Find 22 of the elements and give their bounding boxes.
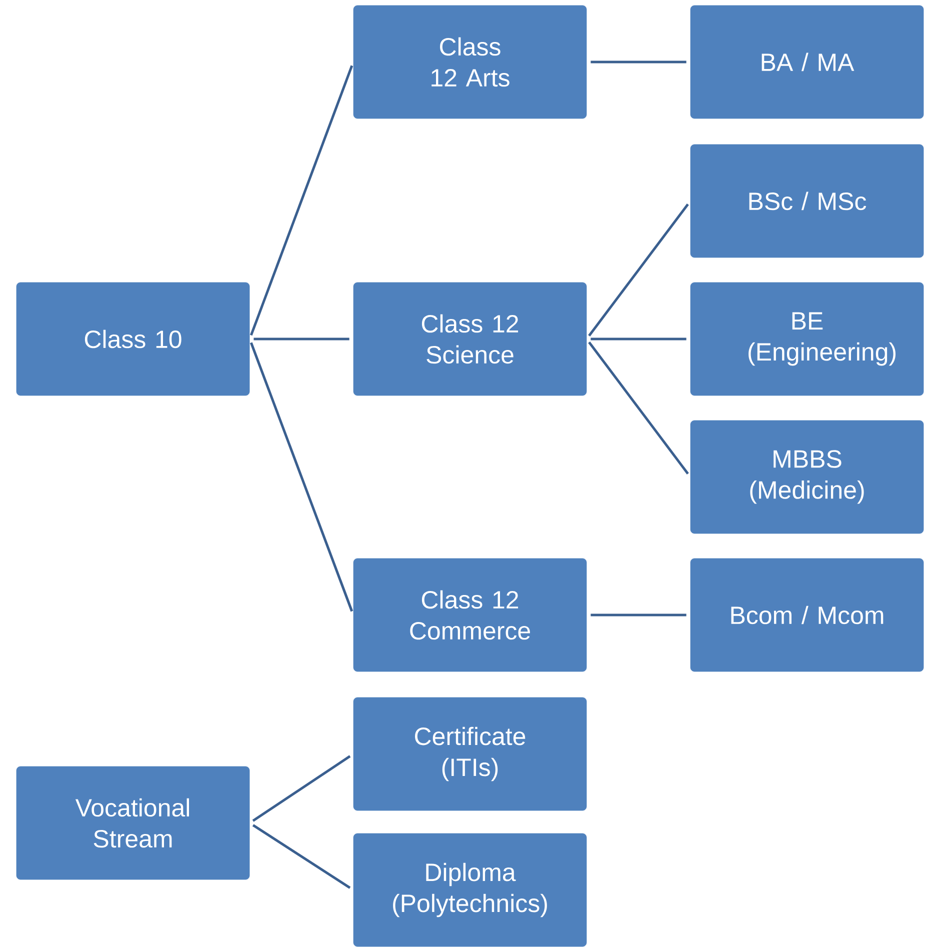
connector-line bbox=[252, 824, 351, 889]
connector-line bbox=[250, 342, 354, 612]
process-box: BE (Engineering) bbox=[690, 282, 924, 396]
process-box: Certificate (ITIs) bbox=[353, 697, 587, 811]
connector-line bbox=[588, 203, 689, 337]
process-box: Class 12 Arts bbox=[353, 5, 587, 119]
connector-line bbox=[252, 755, 351, 822]
connector-line bbox=[590, 614, 686, 616]
process-box: Diploma (Polytechnics) bbox=[353, 833, 587, 947]
process-box: Bcom / Mcom bbox=[690, 558, 924, 672]
connector-line bbox=[254, 338, 350, 340]
connector-line bbox=[590, 60, 686, 64]
connector-line bbox=[588, 341, 689, 475]
connector-line bbox=[590, 338, 686, 340]
process-box: Class 12 Science bbox=[353, 282, 587, 396]
process-box: BA / MA bbox=[690, 5, 924, 119]
process-box: BSc / MSc bbox=[690, 144, 924, 258]
process-box: Class 10 bbox=[16, 282, 250, 396]
process-box: Vocational Stream bbox=[16, 766, 250, 880]
connector-line bbox=[250, 65, 354, 336]
process-box: MBBS (Medicine) bbox=[690, 420, 924, 534]
process-box: Class 12 Commerce bbox=[353, 558, 587, 672]
